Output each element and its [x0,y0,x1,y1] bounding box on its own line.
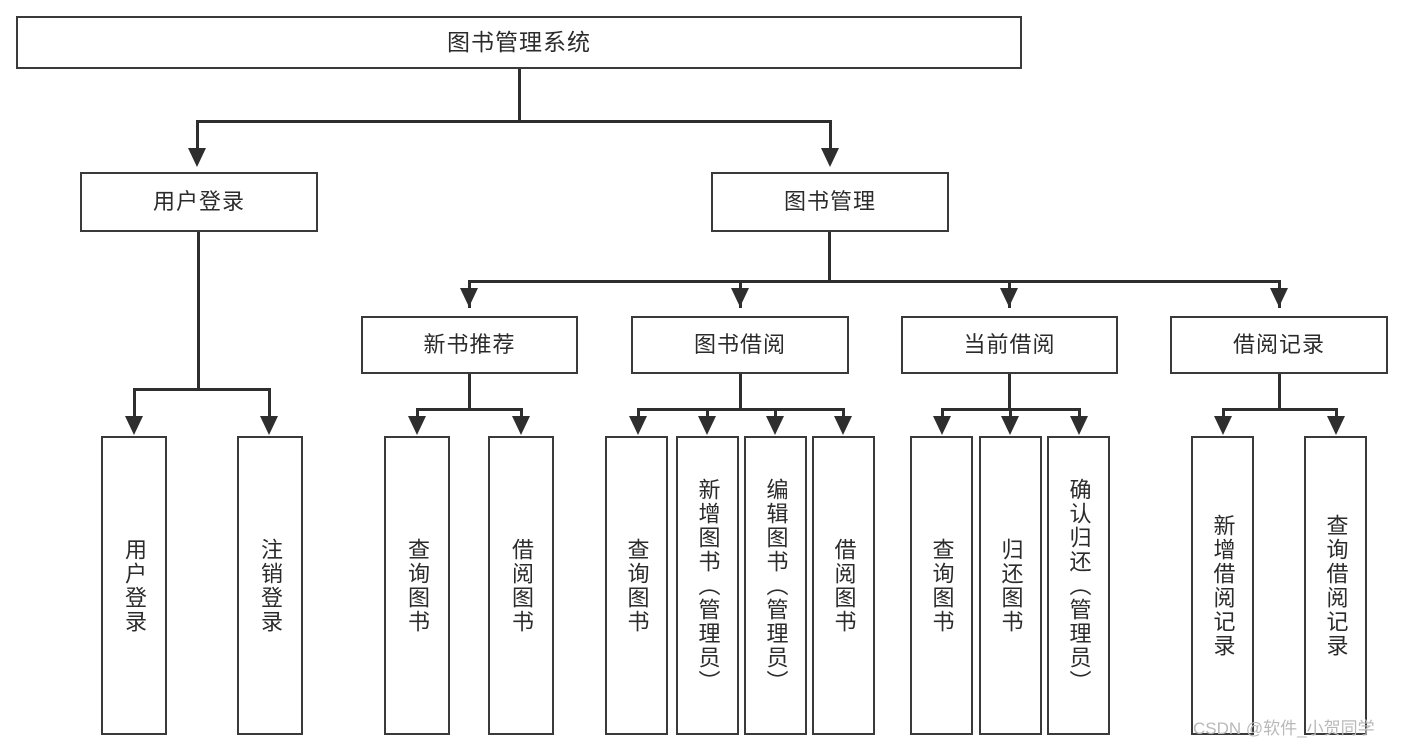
node-borrow-record-label: 借阅记录 [1232,332,1325,358]
node-user-login-label: 用户登录 [152,189,245,215]
arrowhead-book-borrow [731,288,749,307]
node-leaf-confirm-return[interactable]: 确认归还（管理员） [1047,436,1110,735]
node-leaf-user-login-label: 用户登录 [121,537,147,634]
connector-current-borrow-stem [1008,374,1011,410]
connector-drop-leaf-return-book [1009,408,1012,422]
connector-user-login-stem [197,232,200,390]
node-leaf-user-login[interactable]: 用户登录 [101,436,167,735]
arrowhead-current-borrow [1000,288,1018,307]
connector-book-manage-stem [828,232,831,282]
arrowhead-leaf-user-login [125,416,143,435]
arrowhead-leaf-query-book-1 [408,416,426,435]
connector-drop-book-manage [829,120,832,150]
node-leaf-confirm-return-label: 确认归还（管理员） [1066,477,1092,694]
node-leaf-borrow-book-2-label: 借阅图书 [831,537,857,634]
connector-user-login-bus [133,388,270,391]
arrowhead-book-manage [821,148,839,167]
node-borrow-record[interactable]: 借阅记录 [1170,316,1388,374]
arrowhead-borrow-record [1270,288,1288,307]
connector-drop-leaf-edit-book [774,408,777,422]
arrowhead-leaf-query-record [1327,416,1345,435]
node-leaf-query-book-1-label: 查询图书 [404,537,430,634]
arrowhead-leaf-query-book-3 [933,416,951,435]
node-leaf-edit-book-label: 编辑图书（管理员） [763,477,789,694]
node-leaf-borrow-book-1[interactable]: 借阅图书 [488,436,554,735]
connector-drop-leaf-query-book-2 [637,408,640,422]
node-current-borrow[interactable]: 当前借阅 [901,316,1118,374]
node-leaf-add-record[interactable]: 新增借阅记录 [1191,436,1254,735]
node-leaf-return-book[interactable]: 归还图书 [979,436,1042,735]
arrowhead-leaf-logout [260,416,278,435]
arrowhead-leaf-return-book [1001,416,1019,435]
node-root-label: 图书管理系统 [447,28,591,55]
node-leaf-edit-book[interactable]: 编辑图书（管理员） [744,436,807,735]
node-root[interactable]: 图书管理系统 [16,16,1022,69]
arrowhead-new-book-recommend [460,288,478,307]
connector-root-stem [518,69,521,120]
node-leaf-logout[interactable]: 注销登录 [237,436,303,735]
connector-drop-leaf-query-record [1335,408,1338,422]
arrowhead-leaf-confirm-return [1070,416,1088,435]
node-leaf-query-book-2-label: 查询图书 [624,537,650,634]
connector-drop-leaf-logout [268,388,271,418]
node-leaf-return-book-label: 归还图书 [998,537,1024,634]
node-leaf-add-book[interactable]: 新增图书（管理员） [676,436,739,735]
node-current-borrow-label: 当前借阅 [963,332,1056,358]
node-leaf-query-record-label: 查询借阅记录 [1323,513,1349,658]
connector-drop-leaf-borrow-book-2 [842,408,845,422]
connector-drop-leaf-borrow-book-1 [520,408,523,422]
connector-level2-bus [196,120,832,123]
node-new-book-recommend-label: 新书推荐 [423,332,516,358]
connector-drop-leaf-confirm-return [1078,408,1081,422]
connector-drop-leaf-user-login [133,388,136,418]
connector-drop-leaf-add-record [1222,408,1225,422]
node-new-book-recommend[interactable]: 新书推荐 [361,316,578,374]
connector-book-borrow-bus [637,408,845,411]
node-book-manage[interactable]: 图书管理 [711,172,949,232]
node-leaf-borrow-book-2[interactable]: 借阅图书 [812,436,875,735]
connector-level3-bus [468,280,1280,283]
arrowhead-leaf-borrow-book-1 [512,416,530,435]
connector-drop-leaf-add-book [706,408,709,422]
arrowhead-leaf-query-book-2 [629,416,647,435]
node-leaf-borrow-book-1-label: 借阅图书 [508,537,534,634]
node-leaf-query-book-2[interactable]: 查询图书 [605,436,668,735]
connector-borrow-record-stem [1278,374,1281,410]
arrowhead-leaf-add-record [1214,416,1232,435]
node-leaf-query-book-1[interactable]: 查询图书 [384,436,450,735]
node-book-borrow[interactable]: 图书借阅 [631,316,849,374]
node-leaf-logout-label: 注销登录 [257,537,283,634]
connector-drop-leaf-query-book-3 [941,408,944,422]
arrowhead-user-login [188,148,206,167]
connector-drop-user-login [196,120,199,150]
connector-borrow-record-bus [1222,408,1338,411]
connector-drop-leaf-query-book-1 [416,408,419,422]
node-leaf-query-book-3[interactable]: 查询图书 [910,436,973,735]
connector-new-book-recommend-bus [416,408,523,411]
arrowhead-leaf-add-book [698,416,716,435]
connector-book-borrow-stem [739,374,742,410]
node-leaf-add-record-label: 新增借阅记录 [1210,513,1236,658]
node-leaf-add-book-label: 新增图书（管理员） [695,477,721,694]
node-user-login[interactable]: 用户登录 [80,172,318,232]
connector-new-book-recommend-stem [468,374,471,410]
node-book-borrow-label: 图书借阅 [693,332,786,358]
arrowhead-leaf-edit-book [766,416,784,435]
node-book-manage-label: 图书管理 [783,189,876,215]
arrowhead-leaf-borrow-book-2 [834,416,852,435]
node-leaf-query-book-3-label: 查询图书 [929,537,955,634]
watermark-text: CSDN @软件_小贺同学 [1193,719,1375,738]
node-leaf-query-record[interactable]: 查询借阅记录 [1304,436,1367,735]
